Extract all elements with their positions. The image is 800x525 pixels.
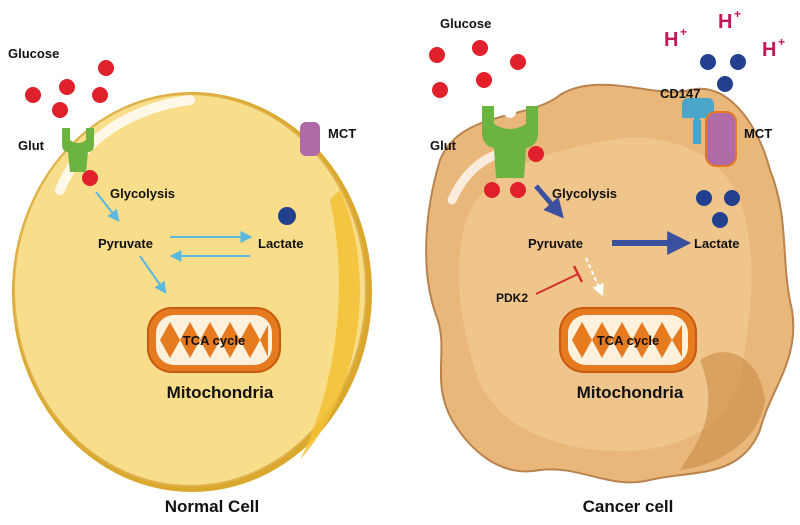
cancer-cell-shadow: [680, 352, 765, 470]
h-plus-ions: H + H + H +: [664, 7, 785, 61]
glucose-molecule: [59, 79, 75, 95]
h-plus-charge: +: [680, 25, 687, 39]
h-plus-ion: H: [762, 39, 776, 61]
cancer-lactate-label: Lactate: [694, 236, 740, 251]
h-plus-ion: H: [664, 29, 678, 51]
lactate-molecule: [696, 190, 712, 206]
glucose-molecule: [98, 60, 114, 76]
normal-cell-membrane: [13, 93, 367, 487]
lactate-molecule: [730, 54, 746, 70]
glucose-molecule: [528, 146, 544, 162]
cancer-mct-transporter: [705, 111, 737, 167]
glucose-molecule: [432, 82, 448, 98]
cancer-glut-label: Glut: [430, 138, 457, 153]
cancer-cell-title: Cancer cell: [583, 497, 674, 516]
cancer-glycolysis-arrow: [534, 184, 564, 219]
lactate-molecule: [700, 54, 716, 70]
normal-mitochondria-label: Mitochondria: [167, 383, 274, 402]
pdk2-label: PDK2: [496, 291, 528, 305]
normal-mct-transporter: [300, 122, 320, 156]
glucose-molecule: [476, 72, 492, 88]
glucose-molecule: [429, 47, 445, 63]
h-plus-charge: +: [734, 7, 741, 21]
cancer-tca-label: TCA cycle: [597, 333, 659, 348]
normal-cell: Glucose Glut MCT Glycolysis Pyruvate Lac…: [8, 46, 372, 516]
pdk2-inhibition-line: [535, 273, 579, 295]
glucose-molecule: [484, 182, 500, 198]
normal-cell-highlight: [55, 95, 195, 195]
normal-glut-transporter: [62, 128, 94, 172]
normal-cell-shadow: [300, 190, 360, 460]
normal-lactate-label: Lactate: [258, 236, 304, 251]
normal-lactate-molecule: [278, 207, 296, 225]
normal-glucose-dots: [25, 60, 114, 186]
normal-glycolysis-arrow: [95, 191, 120, 222]
lactate-molecule: [712, 212, 728, 228]
normal-pyruvate-label: Pyruvate: [98, 236, 153, 251]
cancer-pyruvate-label: Pyruvate: [528, 236, 583, 251]
cancer-mct-label: MCT: [744, 126, 772, 141]
normal-pyruvate-to-mito-arrow: [139, 255, 167, 294]
glucose-molecule: [82, 170, 98, 186]
lactate-molecule: [717, 76, 733, 92]
glucose-molecule: [472, 40, 488, 56]
cancer-glycolysis-label: Glycolysis: [552, 186, 617, 201]
pdk2-inhibition-bar: [572, 265, 584, 283]
glucose-molecule: [25, 87, 41, 103]
cd147-protein: [682, 98, 714, 144]
glucose-molecule: [510, 54, 526, 70]
h-plus-charge: +: [778, 35, 785, 49]
glucose-molecule: [92, 87, 108, 103]
normal-mct-label: MCT: [328, 126, 356, 141]
cd147-label: CD147: [660, 86, 700, 101]
cancer-glucose-dots: [429, 40, 544, 198]
cancer-cell: Glucose Glut H + H + H +: [425, 7, 795, 516]
normal-mitochondria: [147, 307, 281, 373]
normal-glycolysis-label: Glycolysis: [110, 186, 175, 201]
normal-cell-title: Normal Cell: [165, 497, 259, 516]
cancer-mitochondria-label: Mitochondria: [577, 383, 684, 402]
lactate-molecule: [724, 190, 740, 206]
h-plus-ion: H: [718, 11, 732, 33]
normal-glucose-label: Glucose: [8, 46, 59, 61]
glucose-molecule: [510, 182, 526, 198]
cancer-lactate-dots-inside: [696, 190, 740, 228]
cancer-cell-inner: [458, 137, 752, 451]
cancer-glut-transporter: [482, 106, 538, 178]
normal-glut-label: Glut: [18, 138, 45, 153]
normal-tca-label: TCA cycle: [183, 333, 245, 348]
cancer-lactate-dots-outside: [700, 54, 746, 92]
cancer-mitochondria: [559, 307, 697, 373]
glucose-molecule: [52, 102, 68, 118]
cancer-glucose-label: Glucose: [440, 16, 491, 31]
